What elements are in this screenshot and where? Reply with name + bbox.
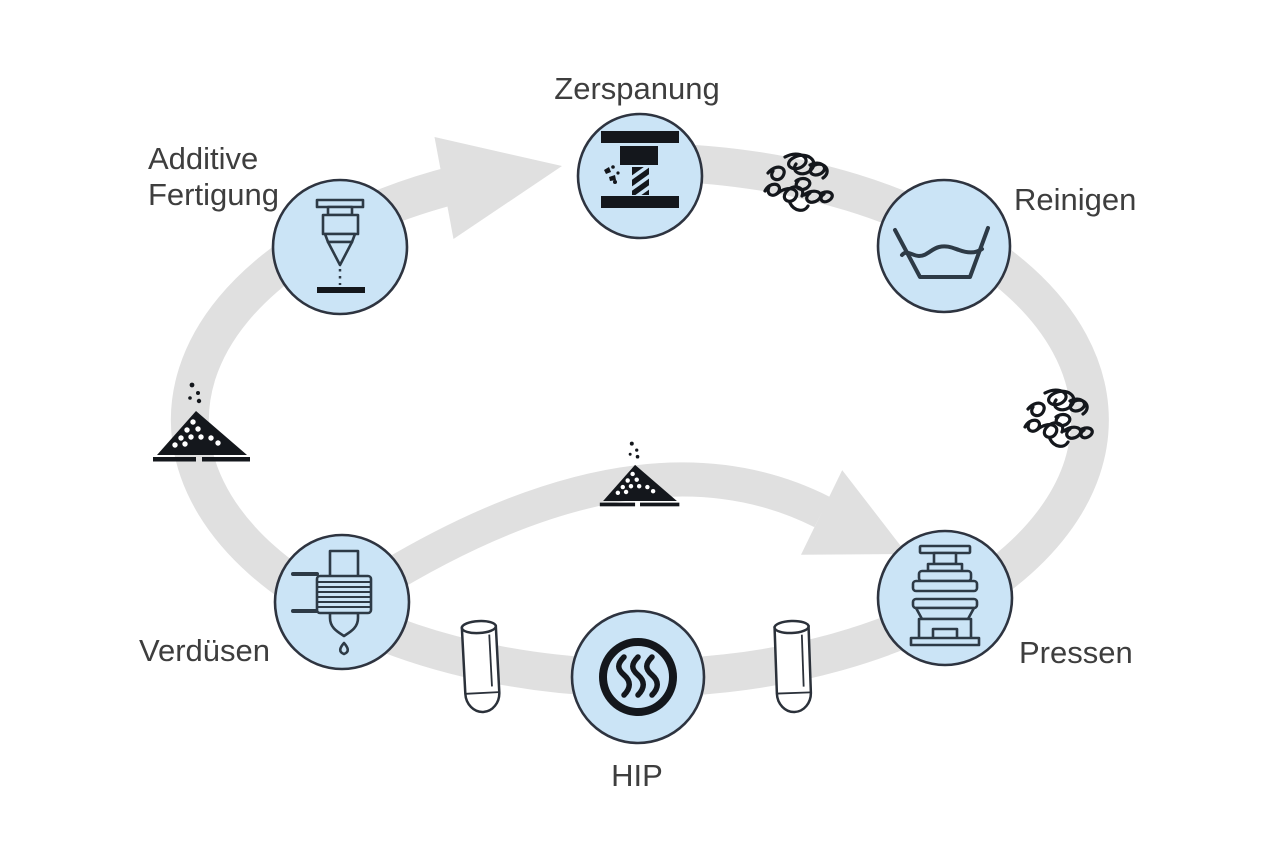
heat-treatment-icon (599, 638, 677, 716)
station-verduesen (273, 533, 411, 671)
capsule-icon (773, 619, 813, 714)
powder-pile-icon (153, 382, 250, 462)
label-reinigen: Reinigen (1014, 182, 1137, 217)
shortcut-arrowhead (801, 470, 907, 555)
label-pressen: Pressen (1019, 635, 1133, 670)
station-reinigen (876, 178, 1012, 314)
station-zerspanung (576, 112, 704, 240)
label-verduesen: Verdüsen (139, 633, 270, 668)
metal-chips-icon (1023, 388, 1094, 448)
label-line: Additive (148, 141, 259, 176)
powder-pile-icon (599, 441, 680, 507)
atomizer-coil-icon (291, 549, 373, 656)
station-additive-fertigung (271, 178, 409, 316)
capsule-icon (460, 619, 501, 714)
station-pressen (876, 529, 1014, 667)
metal-chips-icon (763, 152, 834, 212)
label-line: Fertigung (148, 177, 279, 212)
laser-nozzle-icon (315, 198, 365, 293)
die-press-icon (909, 544, 981, 647)
station-hip (570, 609, 706, 745)
chip-flecks (604, 165, 620, 184)
label-hip: HIP (611, 758, 663, 793)
cycle-arrow (170, 137, 1109, 698)
droplet (338, 641, 350, 656)
washing-basin-icon (893, 226, 990, 279)
label-zerspanung: Zerspanung (554, 71, 720, 106)
milling-press-icon (601, 131, 679, 208)
cycle-arrowhead (434, 137, 562, 239)
